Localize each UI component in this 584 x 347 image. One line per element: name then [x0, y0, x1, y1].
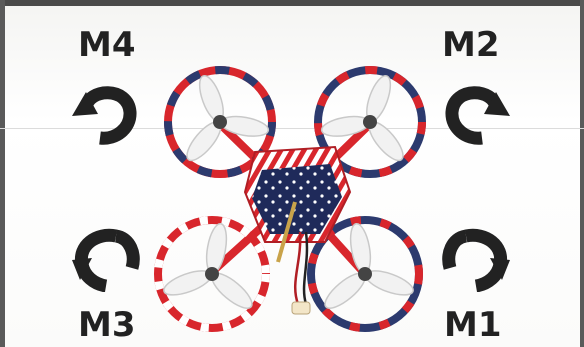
motor-label-m2: M2: [442, 28, 500, 62]
card-edge-top: [0, 0, 584, 6]
counterclockwise-arrow-icon: [66, 224, 146, 292]
clockwise-arrow-icon: [68, 78, 148, 146]
motor-label-m1: M1: [444, 308, 502, 342]
card-edge-left: [0, 0, 5, 347]
motor-label-m3: M3: [78, 308, 136, 342]
motor-label-m4: M4: [78, 28, 136, 62]
drone-image: [150, 52, 440, 347]
counterclockwise-arrow-icon: [434, 78, 514, 146]
clockwise-arrow-icon: [436, 224, 516, 292]
propeller-guard-m3: [158, 220, 266, 328]
card-edge-right: [580, 0, 584, 347]
